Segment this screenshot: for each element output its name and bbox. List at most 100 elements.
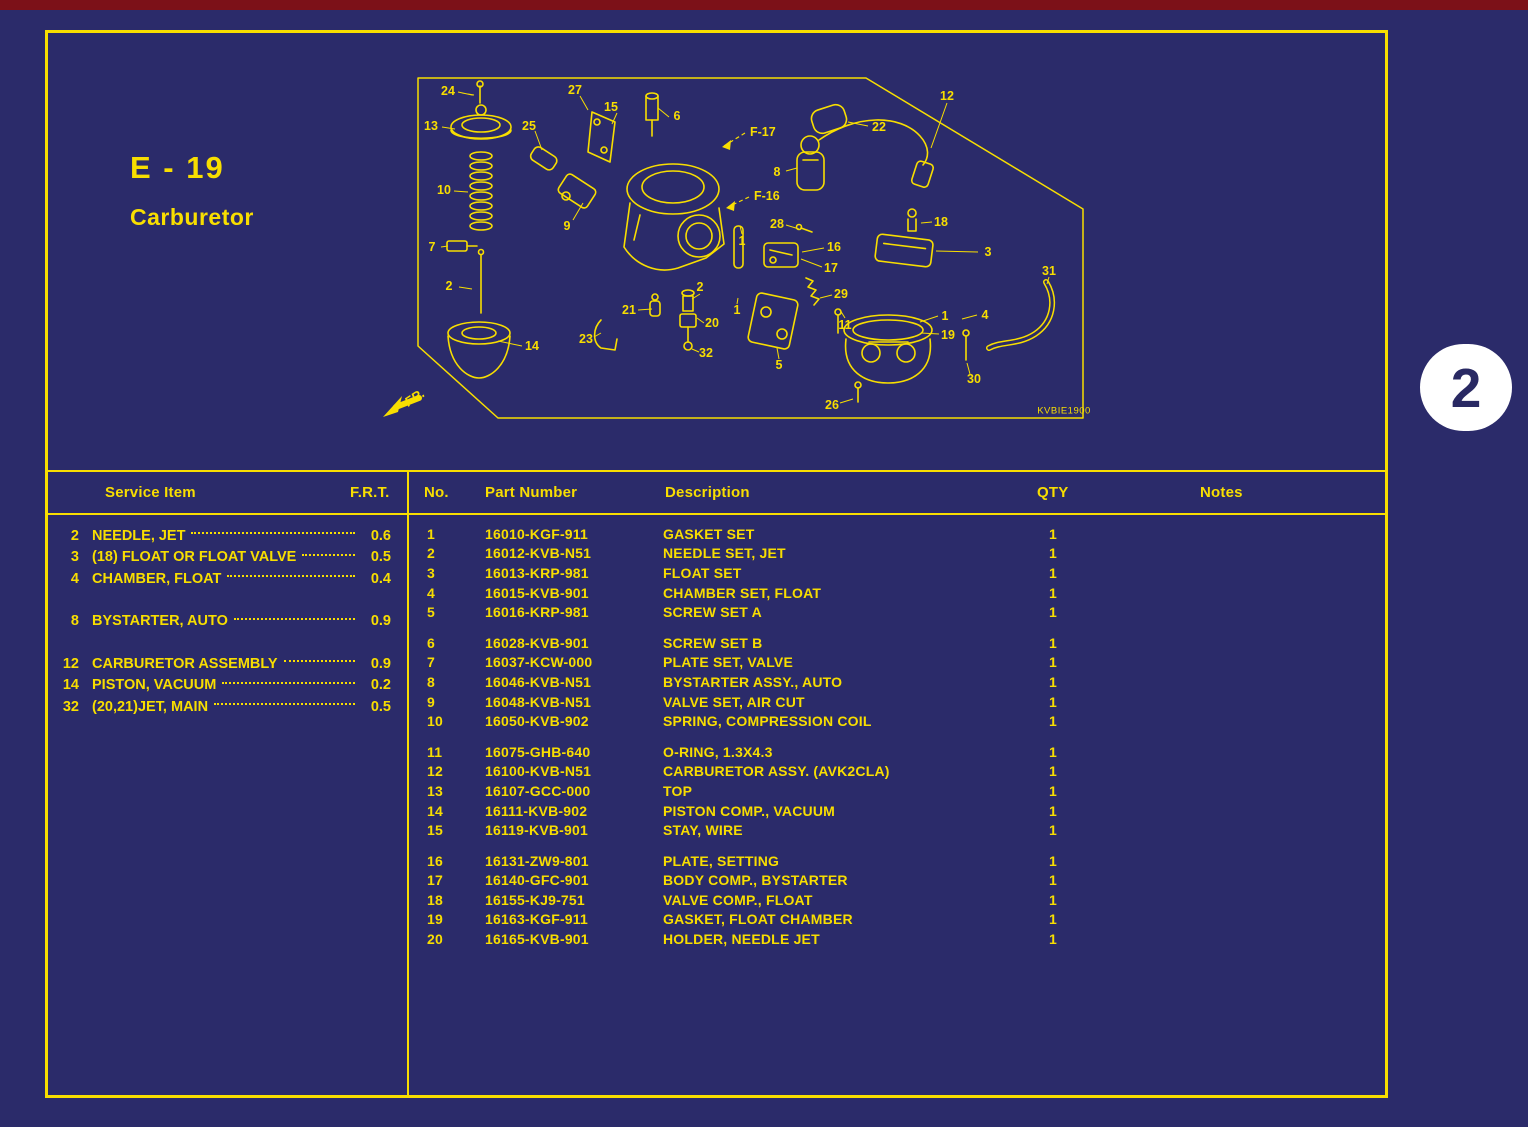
part-description: TOP	[663, 782, 693, 799]
service-row: 3 (18) FLOAT OR FLOAT VALVE 0.5	[45, 547, 407, 569]
part-number: 16012-KVB-N51	[485, 545, 592, 562]
table-divider-rule	[407, 470, 409, 1098]
part-qty: 1	[1049, 654, 1057, 671]
page-index-tab-label: 2	[1450, 356, 1482, 419]
part-no: 18	[427, 891, 443, 908]
parts-table-row: 2 16012-KVB-N51 NEEDLE SET, JET 1	[407, 544, 1388, 564]
service-row: 2 NEEDLE, JET 0.6	[45, 525, 407, 547]
part-description: CARBURETOR ASSY. (AVK2CLA)	[663, 763, 890, 780]
part-number: 16046-KVB-N51	[485, 673, 592, 690]
parts-table-row: 18 16155-KJ9-751 VALVE COMP., FLOAT 1	[407, 890, 1388, 910]
part-qty: 1	[1049, 802, 1057, 819]
parts-table-row: 1 16010-KGF-911 GASKET SET 1	[407, 524, 1388, 544]
dotted-leader	[222, 681, 355, 684]
part-description: SCREW SET B	[663, 634, 763, 651]
part-description: PLATE, SETTING	[663, 852, 780, 869]
diagram-callout: 31	[1042, 263, 1056, 278]
part-number: 16155-KJ9-751	[485, 891, 585, 908]
part-qty: 1	[1049, 822, 1057, 839]
dotted-leader	[283, 660, 355, 663]
diagram-callout: 4	[981, 307, 989, 322]
parts-table-row: 17 16140-GFC-901 BODY COMP., BYSTARTER 1	[407, 871, 1388, 891]
diagram-callout: 23	[579, 331, 593, 346]
service-ref: 8	[70, 613, 79, 630]
service-frt: 0.4	[370, 570, 391, 587]
service-row: 14 PISTON, VACUUM 0.2	[45, 675, 407, 697]
parts-table-row: 19 16163-KGF-911 GASKET, FLOAT CHAMBER 1	[407, 910, 1388, 930]
part-no: 19	[427, 911, 443, 928]
diagram-callout: 14	[525, 338, 539, 353]
figure-ref-f17: F-17	[750, 124, 776, 139]
part-number: 16050-KVB-902	[485, 713, 589, 730]
part-qty: 1	[1049, 743, 1057, 760]
diagram-callout: 12	[940, 88, 954, 103]
service-table: 2 NEEDLE, JET 0.6 3 (18) FLOAT OR FLOAT …	[45, 516, 407, 718]
parts-table-row: 10 16050-KVB-902 SPRING, COMPRESSION COI…	[407, 711, 1388, 731]
part-no: 15	[427, 822, 443, 839]
service-item-header: Service Item	[105, 484, 196, 501]
service-ref: 12	[62, 655, 79, 672]
diagram-callout: 26	[825, 397, 839, 412]
diagram-callout: 27	[568, 82, 582, 97]
frt-header: F.R.T.	[350, 484, 390, 501]
part-description: CHAMBER SET, FLOAT	[663, 584, 822, 601]
part-description: VALVE COMP., FLOAT	[663, 891, 813, 908]
part-number: 16107-GCC-000	[485, 782, 591, 799]
diagram-callout: 29	[834, 286, 848, 301]
part-description: SPRING, COMPRESSION COIL	[663, 713, 872, 730]
part-no: 5	[427, 604, 435, 621]
part-qty: 1	[1049, 693, 1057, 710]
diagram-callout: 2	[445, 278, 453, 293]
parts-table-row: 11 16075-GHB-640 O-RING, 1.3X4.3 1	[407, 742, 1388, 762]
dotted-leader	[227, 575, 355, 578]
part-no: 1	[427, 525, 435, 542]
diagram-callout: 15	[604, 99, 618, 114]
diagram-code: KVBIE1900	[1037, 405, 1091, 417]
parts-table-row: 9 16048-KVB-N51 VALVE SET, AIR CUT 1	[407, 692, 1388, 712]
parts-table-row: 8 16046-KVB-N51 BYSTARTER ASSY., AUTO 1	[407, 672, 1388, 692]
service-ref: 4	[70, 570, 79, 587]
part-number: 16140-GFC-901	[485, 872, 589, 889]
diagram-callout: 18	[934, 214, 948, 229]
dotted-leader	[214, 703, 355, 706]
part-qty: 1	[1049, 525, 1057, 542]
description-header: Description	[665, 484, 750, 501]
figure-ref-f16: F-16	[754, 188, 780, 203]
part-no: 11	[427, 743, 443, 760]
part-qty: 1	[1049, 763, 1057, 780]
parts-table-row: 4 16015-KVB-901 CHAMBER SET, FLOAT 1	[407, 583, 1388, 603]
service-frt: 0.6	[370, 527, 391, 544]
diagram-callout: 30	[967, 371, 981, 386]
parts-table: 1 16010-KGF-911 GASKET SET 1 2 16012-KVB…	[407, 516, 1388, 949]
part-qty: 1	[1049, 604, 1057, 621]
qty-header: QTY	[1037, 484, 1069, 501]
diagram-callout: 11	[838, 317, 852, 332]
service-row: 32 (20,21)JET, MAIN 0.5	[45, 696, 407, 718]
part-number: 16048-KVB-N51	[485, 693, 592, 710]
service-item: BYSTARTER, AUTO	[92, 613, 228, 630]
table-header-rule	[45, 513, 1388, 515]
service-ref: 32	[62, 698, 79, 715]
part-qty: 1	[1049, 931, 1057, 948]
part-description: BYSTARTER ASSY., AUTO	[663, 673, 843, 690]
top-red-strip	[0, 0, 1528, 10]
service-item: PISTON, VACUUM	[92, 677, 217, 694]
service-frt: 0.2	[370, 677, 391, 694]
service-ref: 2	[70, 527, 79, 544]
parts-table-row: 14 16111-KVB-902 PISTON COMP., VACUUM 1	[407, 801, 1388, 821]
diagram-callout: 17	[824, 260, 838, 275]
diagram-callout: 10	[437, 182, 451, 197]
part-description: GASKET, FLOAT CHAMBER	[663, 911, 853, 928]
part-number: 16165-KVB-901	[485, 931, 589, 948]
part-no: 20	[427, 931, 443, 948]
part-no: 17	[427, 872, 443, 889]
diagram-callout: 21	[622, 302, 636, 317]
service-frt: 0.9	[370, 655, 391, 672]
part-number-header: Part Number	[485, 484, 578, 501]
diagram-callout: 20	[705, 315, 719, 330]
part-qty: 1	[1049, 713, 1057, 730]
part-no: 9	[427, 693, 435, 710]
part-number: 16111-KVB-902	[485, 802, 588, 819]
part-no: 8	[427, 673, 435, 690]
part-number: 16075-GHB-640	[485, 743, 591, 760]
